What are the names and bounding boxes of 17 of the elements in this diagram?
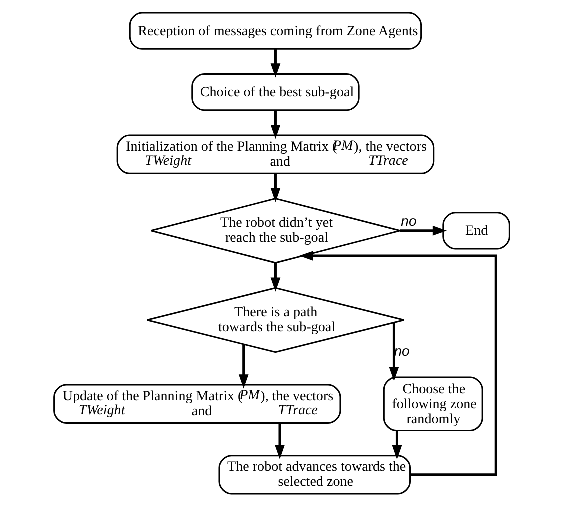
node-diamond: The robot didn’t yet reach the sub-goal xyxy=(150,198,400,264)
node-box: End xyxy=(442,212,510,250)
arrow xyxy=(270,262,280,292)
arrow xyxy=(392,430,402,460)
arrow xyxy=(270,110,280,139)
node-box: Choose the following zone randomly xyxy=(382,376,483,431)
arrow xyxy=(274,422,284,459)
arrow xyxy=(298,250,497,476)
arrow xyxy=(270,173,280,202)
arrow xyxy=(270,48,280,78)
arrow xyxy=(238,344,248,388)
arrow xyxy=(388,322,399,381)
node-box: The robot advances towards the selected zone xyxy=(218,454,411,494)
node-box: Choice of the best sub-goal xyxy=(191,73,360,111)
edge-label: no xyxy=(400,212,416,229)
node-box: Reception of messages coming from Zone Agents xyxy=(128,12,422,50)
arrow xyxy=(400,225,447,236)
